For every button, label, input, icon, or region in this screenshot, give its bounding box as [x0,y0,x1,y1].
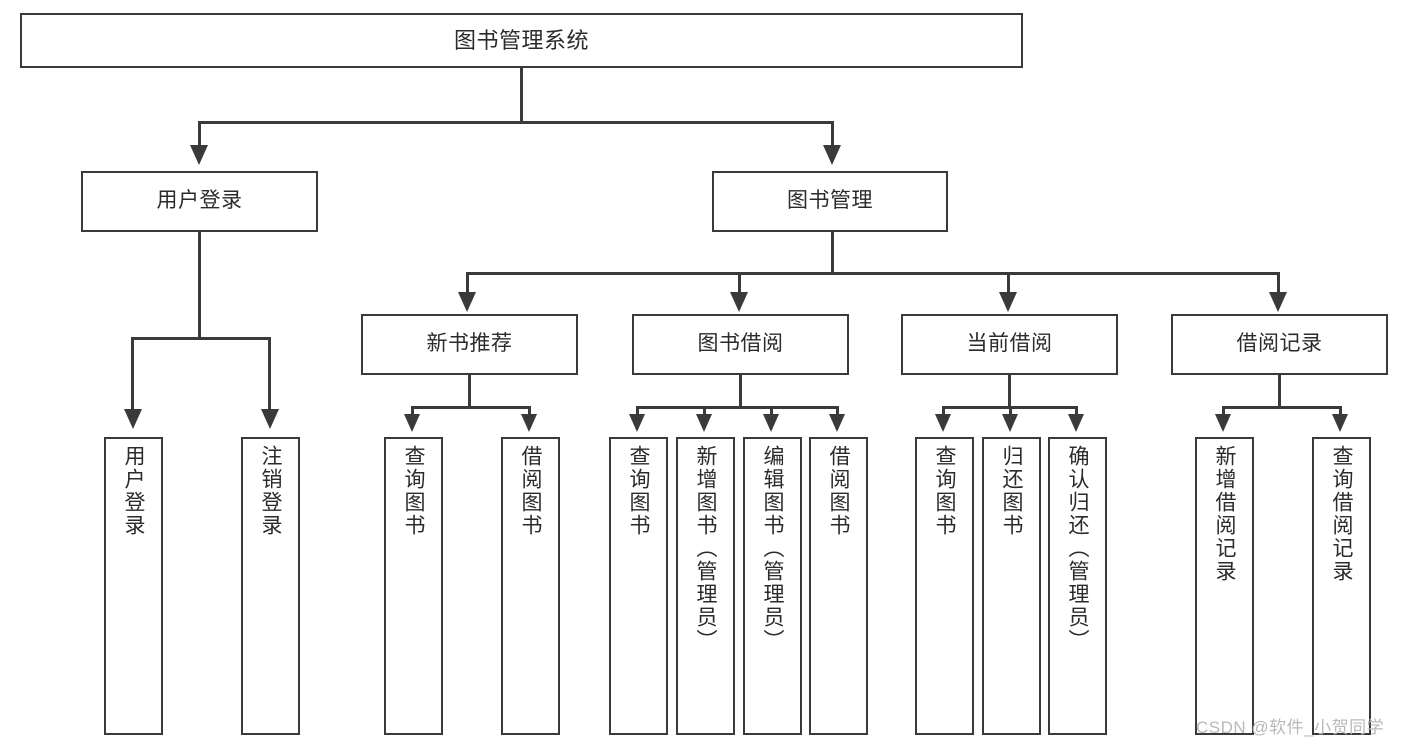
connector-userlogin-bus [131,337,271,340]
node-label: 查询图书 [627,445,650,537]
leaf-query-book-borrow[interactable]: 查询图书 [609,437,668,735]
arrow-to-leaf-user-login [124,409,142,429]
leaf-query-borrow-record[interactable]: 查询借阅记录 [1312,437,1371,735]
connector-newbook-drop-2 [528,406,531,416]
leaf-confirm-return-admin[interactable]: 确认归还（管理员） [1048,437,1107,735]
connector-bookborrow-bus [636,406,838,409]
leaf-borrow-book-newbook[interactable]: 借阅图书 [501,437,560,735]
node-label: 用户登录 [122,445,145,537]
connector-userlogin-drop-2 [268,337,271,409]
leaf-return-book[interactable]: 归还图书 [982,437,1041,735]
arrow-bookborrow-leaf-3 [763,414,779,432]
connector-bookborrow-drop-1 [636,406,639,416]
leaf-edit-book-admin[interactable]: 编辑图书（管理员） [743,437,802,735]
node-user-login[interactable]: 用户登录 [81,171,318,232]
node-label: 图书借阅 [697,332,784,356]
arrow-newbook-leaf-2 [521,414,537,432]
arrow-bookborrow-leaf-2 [696,414,712,432]
connector-currentborrow-drop-3 [1075,406,1078,416]
node-label: 新增借阅记录 [1213,445,1236,583]
node-label: 查询借阅记录 [1330,445,1353,583]
connector-newbook-bus [411,406,531,409]
node-label: 借阅图书 [519,445,542,537]
leaf-query-book-current[interactable]: 查询图书 [915,437,974,735]
node-label: 图书管理 [787,189,873,213]
connector-borrowrecord-bus [1222,406,1342,409]
node-book-borrow[interactable]: 图书借阅 [632,314,849,375]
connector-bookmanage-drop-4 [1277,272,1280,292]
leaf-add-book-admin[interactable]: 新增图书（管理员） [676,437,735,735]
arrow-borrowrecord-leaf-2 [1332,414,1348,432]
connector-bookmanage-drop-1 [466,272,469,292]
arrow-borrowrecord-leaf-1 [1215,414,1231,432]
connector-bookmanage-drop-3 [1007,272,1010,292]
arrow-bookborrow-leaf-4 [829,414,845,432]
node-label: 新书推荐 [426,332,513,356]
connector-userlogin-drop-1 [131,337,134,409]
arrow-currentborrow-leaf-2 [1002,414,1018,432]
connector-newbook-stem [468,375,471,409]
connector-bookmanage-drop-2 [738,272,741,292]
node-label: 当前借阅 [966,332,1053,356]
leaf-borrow-book[interactable]: 借阅图书 [809,437,868,735]
node-label: 编辑图书（管理员） [761,445,784,652]
node-book-management[interactable]: 图书管理 [712,171,948,232]
connector-root-stem [520,68,523,121]
connector-borrowrecord-stem [1278,375,1281,409]
connector-bookborrow-drop-4 [836,406,839,416]
node-label: 用户登录 [156,189,243,213]
arrow-currentborrow-leaf-1 [935,414,951,432]
node-label: 查询图书 [402,445,425,537]
arrow-newbook-leaf-1 [404,414,420,432]
arrow-bookborrow-leaf-1 [629,414,645,432]
connector-root-left-drop [198,121,201,145]
connector-currentborrow-drop-1 [942,406,945,416]
connector-root-bus [198,121,834,124]
arrow-to-current-borrow [999,292,1017,312]
connector-bookborrow-drop-3 [770,406,773,416]
csdn-watermark: CSDN @软件_小贺同学 [1196,718,1385,737]
arrow-to-user-login [190,145,208,165]
leaf-user-login[interactable]: 用户登录 [104,437,163,735]
connector-borrowrecord-drop-1 [1222,406,1225,416]
arrow-to-leaf-logout [261,409,279,429]
node-label: 借阅图书 [827,445,850,537]
connector-bookborrow-drop-2 [703,406,706,416]
connector-newbook-drop-1 [411,406,414,416]
leaf-logout[interactable]: 注销登录 [241,437,300,735]
connector-bookborrow-stem [739,375,742,409]
leaf-add-borrow-record[interactable]: 新增借阅记录 [1195,437,1254,735]
connector-borrowrecord-drop-2 [1339,406,1342,416]
arrow-currentborrow-leaf-3 [1068,414,1084,432]
node-borrow-record[interactable]: 借阅记录 [1171,314,1388,375]
node-label: 确认归还（管理员） [1066,445,1089,652]
node-current-borrow[interactable]: 当前借阅 [901,314,1118,375]
node-label: 借阅记录 [1236,332,1323,356]
arrow-to-new-book-rec [458,292,476,312]
node-label: 归还图书 [1000,445,1023,537]
arrow-to-book-borrow [730,292,748,312]
connector-bookmanage-stem [831,232,834,275]
connector-currentborrow-drop-2 [1009,406,1012,416]
node-root-book-management-system[interactable]: 图书管理系统 [20,13,1023,68]
arrow-to-book-manage [823,145,841,165]
connector-root-right-drop [831,121,834,145]
connector-userlogin-stem [198,232,201,337]
node-new-book-recommendation[interactable]: 新书推荐 [361,314,578,375]
node-label: 新增图书（管理员） [694,445,717,652]
leaf-query-book-newbook[interactable]: 查询图书 [384,437,443,735]
connector-bookmanage-bus [466,272,1280,275]
node-label: 查询图书 [933,445,956,537]
connector-currentborrow-stem [1008,375,1011,409]
node-label: 图书管理系统 [453,27,589,53]
node-label: 注销登录 [259,445,282,537]
arrow-to-borrow-record [1269,292,1287,312]
